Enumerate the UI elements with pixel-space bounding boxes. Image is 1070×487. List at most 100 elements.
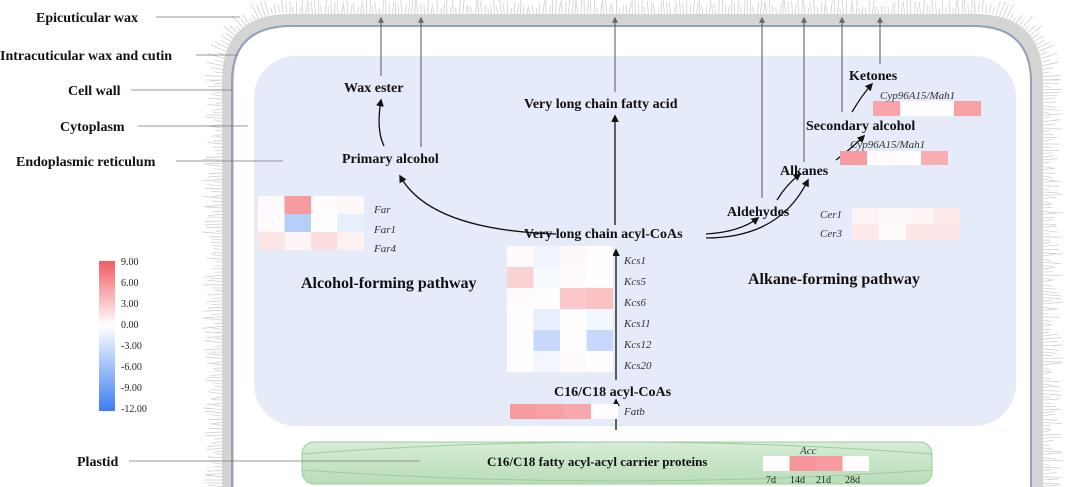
label-cytoplasm: Cytoplasm (60, 120, 125, 135)
kcs-cell-r0-c0 (507, 246, 534, 267)
label-endoplasmic-reticulum: Endoplasmic reticulum (16, 155, 156, 170)
kcs-cell-r5-c1 (533, 351, 560, 372)
kcs-cell-r2-c1 (533, 288, 560, 309)
cer-cell-r1-c1 (879, 224, 906, 240)
colorbar-tick-3: 0.00 (121, 320, 139, 331)
kcs-cell-r1-c1 (533, 267, 560, 288)
cer-cell-r0-c0 (852, 208, 879, 224)
node-c16-acp: C16/C18 fatty acyl-acyl carrier proteins (487, 454, 707, 469)
far-cell-r2-c2 (311, 232, 338, 250)
far-cell-r1-c3 (337, 214, 364, 232)
far-cell-r0-c3 (337, 196, 364, 214)
cyp-top-cell-r0-c1 (900, 101, 927, 116)
cyp-bottom-cell-r0-c1 (867, 151, 894, 165)
acc-cell-r0-c1 (789, 456, 816, 471)
label-cell-wall: Cell wall (68, 84, 121, 99)
kcs-cell-r5-c3 (586, 351, 613, 372)
heatmap-kcs (507, 246, 613, 372)
color-scale-bar (99, 261, 115, 411)
kcs-cell-r3-c2 (560, 309, 587, 330)
heatmap-far (258, 196, 364, 250)
kcs-cell-r2-c0 (507, 288, 534, 309)
node-c16-acyl-coas: C16/C18 acyl-CoAs (554, 385, 672, 400)
kcs-cell-r1-c3 (586, 267, 613, 288)
cuticle-outline (222, 14, 1043, 487)
node-alkanes: Alkanes (780, 164, 829, 179)
endoplasmic-reticulum-region (254, 56, 1016, 426)
kcs-cell-r0-c3 (586, 246, 613, 267)
gene-kcs12: Kcs12 (623, 339, 652, 351)
cyp-bottom-cell-r0-c2 (894, 151, 921, 165)
gene-kcs5: Kcs5 (623, 276, 647, 288)
gene-cer1: Cer1 (820, 209, 842, 221)
export-arrows (378, 16, 883, 198)
gene-kcs1: Kcs1 (623, 255, 646, 267)
label-intracuticular-wax: Intracuticular wax and cutin (0, 49, 172, 64)
cer-cell-r1-c3 (933, 224, 960, 240)
colorbar-tick-1: 6.00 (121, 278, 139, 289)
cer-cell-r0-c3 (933, 208, 960, 224)
kcs-cell-r4-c0 (507, 330, 534, 351)
kcs-cell-r4-c2 (560, 330, 587, 351)
epicuticular-wax-crystals (202, 0, 1063, 487)
node-vlcfa: Very long chain fatty acid (524, 97, 678, 112)
fatb-cell-r0-c1 (537, 404, 564, 419)
kcs-cell-r0-c1 (533, 246, 560, 267)
acc-cell-r0-c0 (763, 456, 790, 471)
label-plastid: Plastid (77, 455, 118, 470)
timepoint-28d: 28d (845, 475, 860, 486)
kcs-cell-r2-c3 (586, 288, 613, 309)
pathway-arrows (376, 82, 874, 430)
colorbar-tick-7: -12.00 (121, 404, 147, 415)
fatb-cell-r0-c3 (591, 404, 618, 419)
acc-cell-r0-c2 (816, 456, 843, 471)
timepoint-7d: 7d (766, 475, 776, 486)
cyp-top-cell-r0-c3 (954, 101, 981, 116)
gene-fatb: Fatb (623, 406, 645, 418)
far-cell-r2-c1 (284, 232, 311, 250)
far-cell-r2-c0 (258, 232, 285, 250)
cer-cell-r1-c0 (852, 224, 879, 240)
kcs-cell-r1-c0 (507, 267, 534, 288)
plastid-organelle (301, 441, 933, 485)
alcohol-pathway-title: Alcohol-forming pathway (301, 275, 477, 292)
cyp-bottom-cell-r0-c0 (840, 151, 867, 165)
gene-cyp-mah1-top: Cyp96A15/Mah1 (880, 90, 955, 102)
far-cell-r1-c1 (284, 214, 311, 232)
far-cell-r1-c0 (258, 214, 285, 232)
kcs-cell-r3-c1 (533, 309, 560, 330)
node-secondary-alcohol: Secondary alcohol (806, 119, 915, 134)
cer-cell-r0-c2 (906, 208, 933, 224)
node-wax-ester: Wax ester (344, 81, 403, 96)
colorbar-tick-4: -3.00 (121, 341, 142, 352)
colorbar-tick-5: -6.00 (121, 362, 142, 373)
kcs-cell-r4-c1 (533, 330, 560, 351)
timepoint-14d: 14d (790, 475, 805, 486)
kcs-cell-r0-c2 (560, 246, 587, 267)
cer-cell-r0-c1 (879, 208, 906, 224)
kcs-cell-r5-c0 (507, 351, 534, 372)
gene-kcs11: Kcs11 (623, 318, 651, 330)
far-cell-r1-c2 (311, 214, 338, 232)
node-primary-alcohol: Primary alcohol (342, 152, 439, 167)
acc-cell-r0-c3 (842, 456, 869, 471)
gene-kcs20: Kcs20 (623, 360, 652, 372)
gene-far1: Far1 (373, 224, 396, 236)
layer-leader-lines (129, 16, 420, 462)
heatmap-fatb (510, 404, 618, 419)
cyp-top-cell-r0-c0 (873, 101, 900, 116)
kcs-cell-r3-c3 (586, 309, 613, 330)
kcs-cell-r1-c2 (560, 267, 587, 288)
kcs-cell-r4-c3 (586, 330, 613, 351)
far-cell-r2-c3 (337, 232, 364, 250)
far-cell-r0-c1 (284, 196, 311, 214)
cer-cell-r1-c2 (906, 224, 933, 240)
gene-cyp-mah1-bottom: Cyp96A15/Mah1 (850, 139, 925, 151)
heatmap-cer (852, 208, 960, 240)
colorbar-tick-2: 3.00 (121, 299, 139, 310)
far-cell-r0-c2 (311, 196, 338, 214)
fatb-cell-r0-c0 (510, 404, 537, 419)
cyp-bottom-cell-r0-c3 (921, 151, 948, 165)
cell-wall-outline (231, 25, 1032, 487)
